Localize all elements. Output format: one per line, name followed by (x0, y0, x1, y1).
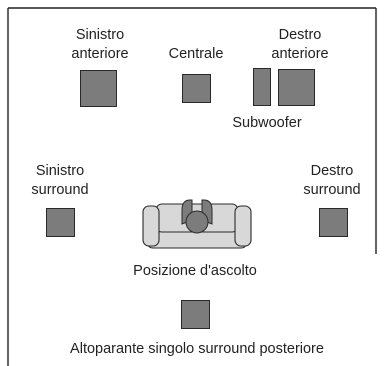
surround-back-label-text: Altoparante singolo surround posteriore (70, 341, 324, 357)
surround-left-label-line2: surround (31, 182, 89, 198)
listening-position-label: Posizione d'ascolto (120, 262, 270, 281)
listening-position-label-text: Posizione d'ascolto (133, 263, 257, 279)
center-label: Centrale (160, 45, 232, 64)
front-right-label-line1: Destro (278, 27, 322, 43)
front-right-speaker (278, 69, 315, 106)
sofa-with-listener-icon (142, 199, 252, 249)
front-left-speaker (80, 70, 117, 107)
subwoofer-label: Subwoofer (224, 114, 310, 133)
front-left-label-line2: anteriore (71, 46, 129, 62)
surround-right-label: Destro surround (294, 162, 370, 200)
listener-head (185, 210, 209, 234)
sofa-right-arm (234, 205, 252, 247)
front-left-label-line1: Sinistro (75, 27, 125, 43)
front-right-label: Destro anteriore (262, 26, 338, 64)
surround-left-label: Sinistro surround (22, 162, 98, 200)
sofa-left-arm (142, 205, 160, 247)
surround-right-label-line2: surround (303, 182, 361, 198)
subwoofer-label-text: Subwoofer (232, 115, 302, 131)
surround-left-label-line1: Sinistro (35, 163, 85, 179)
surround-back-label: Altoparante singolo surround posteriore (48, 340, 346, 359)
front-right-label-line2: anteriore (271, 46, 329, 62)
center-label-text: Centrale (168, 46, 224, 62)
subwoofer-speaker (253, 68, 271, 106)
front-left-label: Sinistro anteriore (62, 26, 138, 64)
surround-left-speaker (46, 208, 75, 237)
surround-back-speaker (181, 300, 210, 329)
center-speaker (182, 74, 211, 103)
surround-right-speaker (319, 208, 348, 237)
surround-right-label-line1: Destro (310, 163, 354, 179)
